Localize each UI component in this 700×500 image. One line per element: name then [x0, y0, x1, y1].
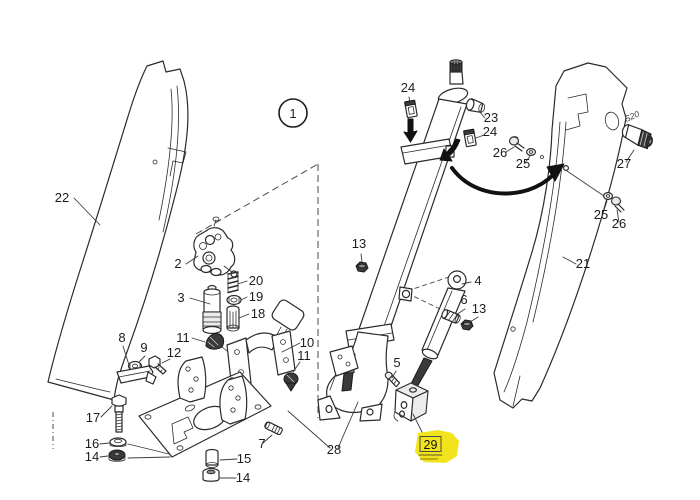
part-29-damper-block — [393, 382, 429, 422]
callout-13: 13 — [352, 236, 366, 251]
callout-20: 20 — [249, 273, 263, 288]
curved-arrow-shaft — [450, 166, 555, 196]
callout-25: 25 — [594, 207, 608, 222]
callout-10: 10 — [300, 335, 314, 350]
callout-12: 12 — [167, 345, 181, 360]
part-19-nut — [226, 294, 242, 306]
callout-14: 14 — [236, 470, 250, 485]
callout-19: 19 — [249, 289, 263, 304]
part-14-cap-bottom — [202, 467, 220, 482]
callout-13: 13 — [472, 301, 486, 316]
part-26-screw-lower — [610, 196, 625, 213]
leader-lines — [73, 96, 635, 479]
callout-16: 16 — [85, 436, 99, 451]
callout-2: 2 — [174, 256, 181, 271]
steering-column — [317, 59, 469, 422]
figure-ref-number: 1 — [289, 106, 296, 121]
callout-15: 15 — [237, 451, 251, 466]
callout-17: 17 — [86, 410, 100, 425]
callout-6: 6 — [460, 292, 467, 307]
highlight-box — [419, 436, 442, 452]
part-26-screw-upper — [508, 136, 525, 152]
part-12-bolt — [148, 355, 167, 375]
part-24-clip-lower — [463, 128, 477, 148]
callout-8: 8 — [118, 330, 125, 345]
panel-stamp-code: S20 — [623, 109, 641, 124]
callout-22: 22 — [55, 190, 69, 205]
highlighted-part-number: 29 — [424, 438, 438, 452]
callout-24: 24 — [483, 124, 497, 139]
part-17-bolt — [111, 394, 127, 433]
part-27-knob — [621, 124, 653, 150]
part-13-nut-right — [460, 319, 474, 331]
part-25-washer-lower — [602, 192, 613, 201]
callout-18: 18 — [251, 306, 265, 321]
part-21-right-panel — [493, 62, 628, 409]
part-15-spacer — [205, 448, 219, 468]
part-7-pin — [264, 421, 283, 436]
callout-28: 28 — [327, 442, 341, 457]
callout-25: 25 — [516, 156, 530, 171]
callout-26: 26 — [612, 216, 626, 231]
callout-4: 4 — [474, 273, 481, 288]
callout-5: 5 — [393, 355, 400, 370]
callout-27: 27 — [617, 156, 631, 171]
callout-24: 24 — [401, 80, 415, 95]
part-11-grommet-left — [205, 333, 228, 352]
figure-ref-balloon: 1 — [278, 98, 308, 128]
callout-11: 11 — [176, 330, 190, 345]
part-20-spring — [227, 271, 239, 294]
callout-11: 11 — [297, 348, 311, 363]
callout-26: 26 — [493, 145, 507, 160]
callout-23: 23 — [484, 110, 498, 125]
part-24-clip-upper — [404, 99, 418, 119]
mounting-plate — [138, 356, 272, 458]
callout-9: 9 — [140, 340, 147, 355]
part-11-plug-right — [283, 372, 299, 392]
part-4-strut — [409, 270, 467, 393]
highlight-29: 29 — [415, 430, 459, 463]
part-25-washer-upper — [525, 148, 544, 159]
callout-21: 21 — [576, 256, 590, 271]
part-23-bushing — [465, 98, 486, 113]
part-8-bracket — [116, 365, 157, 385]
part-6-sleeve — [441, 309, 461, 324]
part-14-nut-left — [108, 449, 126, 462]
callout-3: 3 — [177, 290, 184, 305]
direction-arrows — [403, 118, 565, 196]
part-16-washer — [109, 437, 127, 447]
part-2-valve — [193, 216, 238, 278]
callout-14: 14 — [85, 449, 99, 464]
callout-7: 7 — [258, 436, 265, 451]
part-13-nut-left — [355, 261, 369, 273]
part-3-plunger — [202, 284, 222, 335]
part-18-bushing — [226, 305, 240, 332]
